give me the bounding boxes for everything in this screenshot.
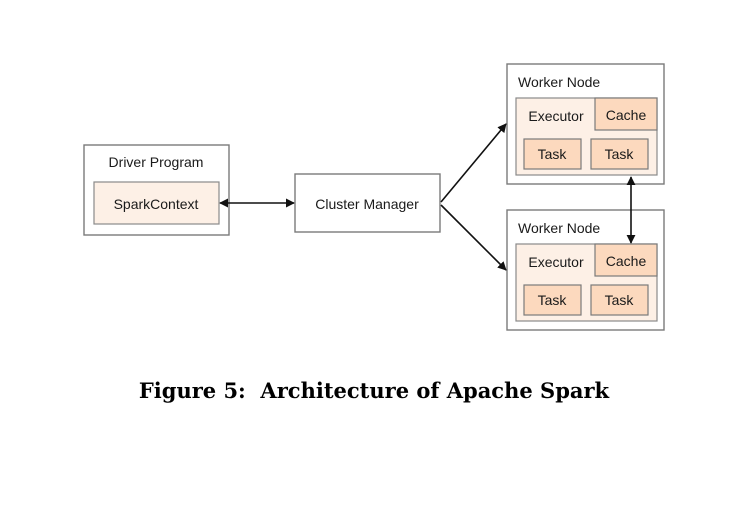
cluster-to-worker-1-arrow: [440, 123, 507, 203]
cluster-manager-label: Cluster Manager: [315, 196, 419, 212]
executor-label-2: Executor: [528, 254, 584, 270]
cluster-to-worker-2-arrow: [440, 204, 507, 271]
task-box-1a: [523, 138, 582, 170]
executor-label-1: Executor: [528, 108, 584, 124]
driver-program-node: Driver Program SparkContext: [83, 144, 230, 236]
task-label-1b: Task: [605, 146, 635, 162]
worker-node-1-title: Worker Node: [518, 74, 600, 90]
executor-box-2: Executor Cache Task Task: [515, 243, 658, 322]
spark-context-box: SparkContext: [93, 181, 220, 225]
figure-caption: Figure 5: Architecture of Apache Spark: [138, 378, 610, 403]
worker-node-1: Worker Node Executor Cache Task Task: [506, 63, 665, 185]
task-box-2b: [590, 284, 649, 316]
worker-node-2-title: Worker Node: [518, 220, 600, 236]
cache-label-2: Cache: [606, 253, 647, 269]
task-box-1b: [590, 138, 649, 170]
worker-node-2: Worker Node Executor Cache Task Task: [506, 209, 665, 331]
task-label-2a: Task: [538, 292, 568, 308]
spark-context-label: SparkContext: [114, 196, 199, 212]
task-label-1a: Task: [538, 146, 568, 162]
cluster-manager-node: Cluster Manager: [294, 173, 441, 233]
task-box-2a: [523, 284, 582, 316]
driver-program-title: Driver Program: [109, 154, 204, 170]
executor-box-1: Executor Cache Task Task: [515, 97, 658, 176]
cache-box-1: [594, 97, 658, 131]
cache-box-2: [594, 243, 658, 277]
task-label-2b: Task: [605, 292, 635, 308]
cache-label-1: Cache: [606, 107, 647, 123]
